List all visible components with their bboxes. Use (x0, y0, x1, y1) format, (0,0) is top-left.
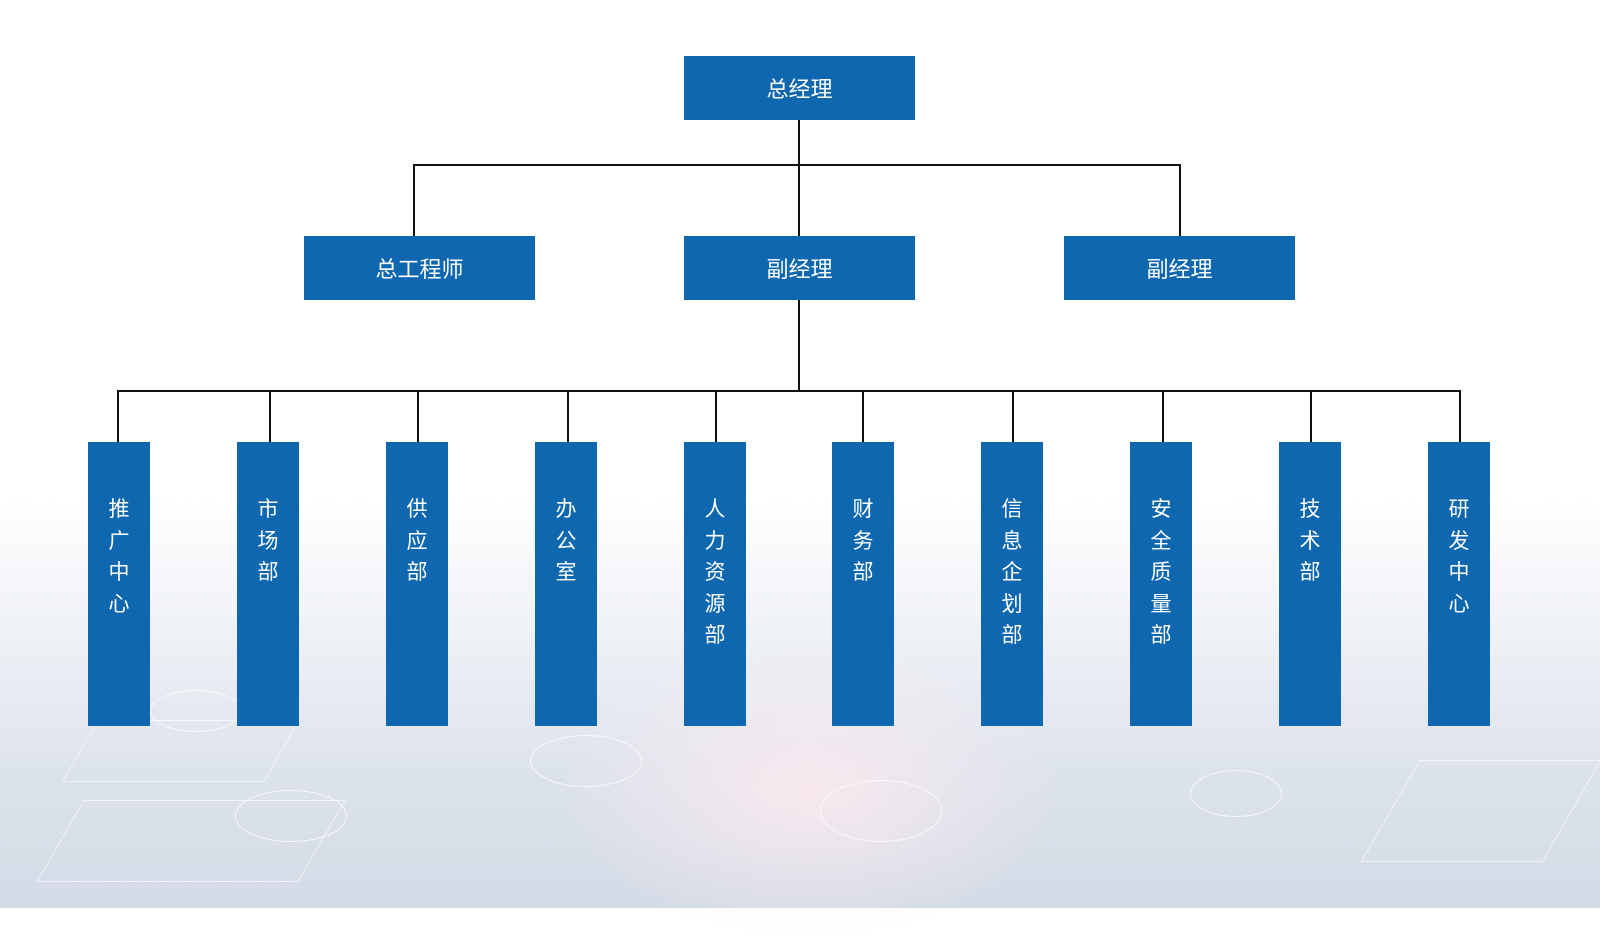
connector-line (1162, 390, 1164, 442)
background-panel (62, 720, 300, 782)
connector-line (862, 390, 864, 442)
background-ring (530, 735, 642, 787)
department-node: 研发中心 (1428, 442, 1490, 726)
department-label: 办公室 (555, 497, 577, 584)
node-label: 总工程师 (375, 258, 464, 283)
connector-line (1179, 164, 1181, 236)
node-chief-engineer: 总工程师 (304, 236, 535, 300)
background-ring (1190, 770, 1282, 817)
connector-line (798, 300, 800, 392)
node-label: 总经理 (766, 78, 833, 103)
department-label: 供应部 (406, 497, 428, 584)
department-label: 市场部 (257, 497, 279, 584)
node-label: 副经理 (1146, 258, 1213, 283)
background-ring (820, 780, 942, 842)
connector-line (715, 390, 717, 442)
node-deputy-manager-2: 副经理 (1064, 236, 1295, 300)
department-node: 人力资源部 (684, 442, 746, 726)
department-node: 技术部 (1279, 442, 1341, 726)
department-node: 市场部 (237, 442, 299, 726)
connector-line (1310, 390, 1312, 442)
node-label: 副经理 (766, 258, 833, 283)
node-general-manager: 总经理 (684, 56, 915, 120)
background-panel (36, 800, 346, 882)
connector-line (1012, 390, 1014, 442)
department-node: 安全质量部 (1130, 442, 1192, 726)
department-label: 研发中心 (1448, 497, 1470, 616)
connector-line (117, 390, 119, 442)
node-deputy-manager-1: 副经理 (684, 236, 915, 300)
connector-line (1459, 390, 1461, 442)
connector-line (117, 390, 1461, 392)
department-label: 人力资源部 (704, 497, 726, 647)
connector-line (413, 164, 415, 236)
department-node: 办公室 (535, 442, 597, 726)
connector-line (269, 390, 271, 442)
connector-line (413, 164, 1181, 166)
department-label: 信息企划部 (1001, 497, 1023, 647)
background-glow (560, 640, 1060, 940)
connector-line (567, 390, 569, 442)
connector-line (417, 390, 419, 442)
connector-line (798, 120, 800, 236)
department-node: 推广中心 (88, 442, 150, 726)
department-node: 财务部 (832, 442, 894, 726)
department-label: 安全质量部 (1150, 497, 1172, 647)
department-label: 财务部 (852, 497, 874, 584)
department-node: 信息企划部 (981, 442, 1043, 726)
department-label: 技术部 (1299, 497, 1321, 584)
department-label: 推广中心 (108, 497, 130, 616)
department-node: 供应部 (386, 442, 448, 726)
background-ring (235, 790, 347, 842)
background-panel (1360, 760, 1600, 862)
